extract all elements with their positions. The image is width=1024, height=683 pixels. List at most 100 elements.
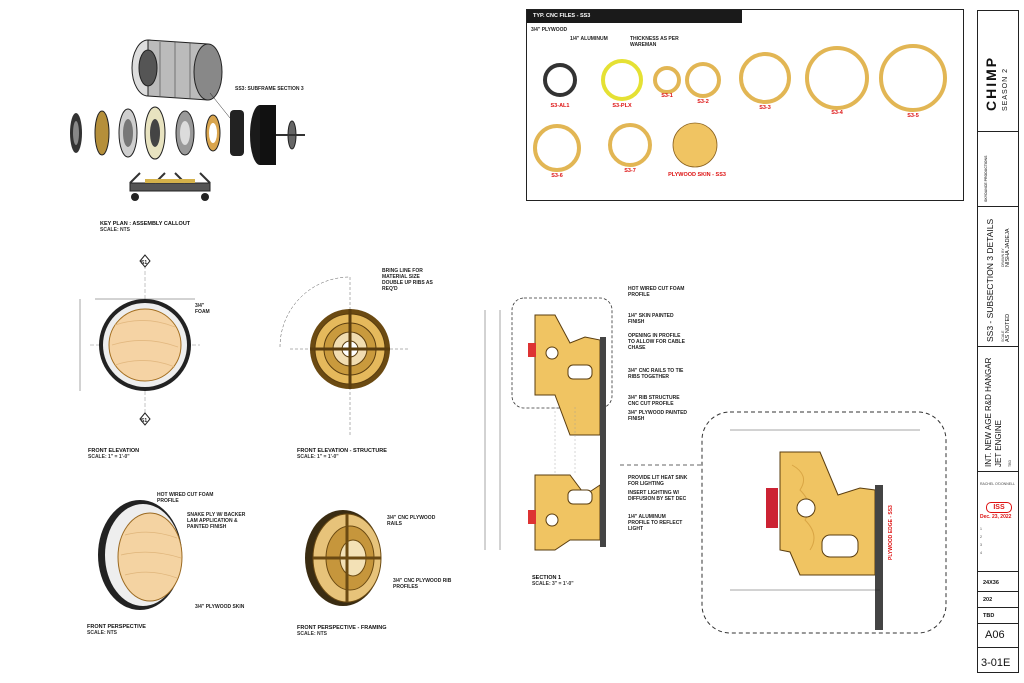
exploded-assembly-drawing	[70, 39, 305, 201]
paper-row: 24X36	[978, 571, 1018, 591]
foam-profile-note-2: HOT WIRED CUT FOAM PROFILE	[157, 492, 214, 504]
sheet-id: A06	[985, 629, 1005, 641]
set-row: INT. NEW AGE R&D HANGAR JET ENGINE TBD	[978, 346, 1018, 471]
foam-profile-note: HOT WIRED CUT FOAM PROFILE	[628, 286, 685, 298]
cnc-rails-note: 3/4" CNC RAILS TO TIE RIBS TOGETHER	[628, 368, 684, 380]
ring-s3-3	[739, 52, 791, 104]
exploded-row	[70, 105, 305, 165]
engine-nacelle	[131, 39, 223, 101]
cnc-panel-subtitle: 3/4" PLYWOOD	[531, 27, 568, 33]
drawing-title-row: SS3 - SUBSECTION 3 DETAILS DRAWN BY NISH…	[978, 206, 1018, 346]
framing-drawing	[305, 510, 382, 606]
paper-size: 24X36	[983, 580, 999, 586]
front-perspective-scale: SCALE: NTS	[87, 630, 117, 636]
sheet-number: 3-01E	[981, 657, 1011, 669]
aluminum-profile-note: 1/4" ALUMINUM PROFILE TO REFLECT LIGHT	[628, 514, 683, 532]
plywood-painted-note: 3/4" PLYWOOD PAINTED FINISH	[628, 410, 688, 422]
rev-2: 2	[980, 535, 982, 539]
ring-s3-2	[685, 62, 721, 98]
plywood-skin-disc	[672, 122, 718, 168]
ring-s3-plx	[601, 59, 643, 101]
section-1: SECTION 1 SCALE: 3" = 1'-0"	[480, 295, 680, 595]
section-marker-top: S1	[141, 260, 148, 266]
key-plan-scale: SCALE: NTS	[100, 227, 130, 233]
ring-label-s3-5: S3-5	[907, 113, 919, 119]
front-perspective-title: FRONT PERSPECTIVE	[87, 624, 146, 630]
front-perspective-drawing	[98, 500, 183, 610]
rev-4: 4	[980, 551, 982, 555]
tbd-value: TBD	[983, 613, 995, 619]
key-plan-title: KEY PLAN : ASSEMBLY CALLOUT	[100, 221, 191, 227]
set-number: 202	[983, 597, 993, 603]
front-perspective-framing: 3/4" CNC PLYWOOD RAILS 3/4" CNC PLYWOOD …	[295, 505, 465, 637]
enlarged-detail: PROVIDE LIT HEAT SINK FOR LIGHTING INSER…	[620, 410, 948, 635]
drawn-by-name: NISHA JADEJA	[1005, 228, 1011, 267]
cnc-ribs-note: 3/4" CNC PLYWOOD RIB PROFILES	[393, 578, 452, 590]
rev-3: 3	[980, 543, 982, 547]
front-elevation-structure: BRING LINE FOR MATERIAL SIZE DOUBLE UP R…	[260, 262, 440, 462]
company-row: SKYDANCE PRODUCTIONS	[978, 131, 1018, 206]
cnc-panel-title: TYP. CNC FILES - SS3	[527, 10, 742, 23]
ring-label-s3-1: S3-1	[661, 93, 673, 99]
skin-painted-note: 1/4" SKIN PAINTED FINISH	[628, 313, 674, 325]
brand-name: CHIMP	[983, 55, 999, 111]
engine-stand	[129, 172, 211, 201]
cnc-rings-drawing	[533, 44, 947, 172]
iss-date: Dec. 23, 2022	[980, 514, 1012, 520]
led-heat-note: PROVIDE LIT HEAT SINK FOR LIGHTING	[628, 475, 688, 487]
front-elevation-scale: SCALE: 1" = 1'-0"	[88, 454, 130, 460]
sheet-number-row: 3-01E	[978, 647, 1018, 674]
cnc-rails-note-2: 3/4" CNC PLYWOOD RAILS	[387, 515, 436, 527]
set-number-row: 202	[978, 591, 1018, 607]
designer-name: RACHEL O'DONNELL	[980, 482, 1015, 486]
ring-s3-7	[608, 123, 652, 167]
section-1-scale: SCALE: 3" = 1'-0"	[532, 581, 574, 587]
ring-label-s3-4: S3-4	[831, 110, 843, 116]
cnc-files-panel: TYP. CNC FILES - SS3 3/4" PLYWOOD 1/4" A…	[526, 9, 964, 201]
ring-line-note: BRING LINE FOR MATERIAL SIZE DOUBLE UP R…	[382, 268, 433, 292]
title-block: CHIMP SEASON 2 SKYDANCE PRODUCTIONS SS3 …	[977, 10, 1019, 673]
key-plan-callout: SS3: SUBFRAME SECTION 3	[235, 86, 304, 92]
section-1-title: SECTION 1	[532, 575, 562, 581]
set-name: INT. NEW AGE R&D HANGAR	[984, 357, 993, 467]
ring-label-s3-6: S3-6	[551, 173, 563, 179]
front-elevation-title: FRONT ELEVATION	[88, 448, 140, 454]
ring-label-s3-plx: S3-PLX	[612, 103, 632, 109]
front-elevation: S1 S1 3/4" FOAM FRONT ELEVATION SCALE: 1…	[70, 254, 220, 465]
issue-row: RACHEL O'DONNELL ISS Dec. 23, 2022 1 2 3…	[978, 471, 1018, 571]
enlarged-detail-drawing	[620, 411, 947, 634]
structure-title: FRONT ELEVATION - STRUCTURE	[297, 448, 387, 454]
ring-label-s3-2: S3-2	[697, 99, 709, 105]
ring-label-s3-al1: S3-AL1	[550, 103, 570, 109]
plywood-edge-dim: PLYWOOD EDGE - SS3	[888, 505, 894, 560]
rib-structure-note: 3/4" RIB STRUCTURE CNC CUT PROFILE	[628, 395, 680, 407]
foam-width-note: 3/4" FOAM	[195, 303, 210, 315]
company-name: SKYDANCE PRODUCTIONS	[984, 155, 988, 202]
ring-s3-1	[653, 66, 681, 94]
ring-s3-al1	[543, 63, 577, 97]
aluminum-note: 1/4" ALUMINUM	[570, 36, 608, 42]
ring-label-s3-7: S3-7	[624, 168, 636, 174]
sheet-id-row: A06	[978, 623, 1018, 647]
ring-s3-4	[805, 46, 869, 110]
plywood-skin-note: 3/4" PLYWOOD SKIN	[195, 604, 245, 610]
framing-title: FRONT PERSPECTIVE - FRAMING	[297, 625, 387, 631]
iss-stamp: ISS	[986, 502, 1012, 513]
set-tbd: TBD	[1008, 460, 1012, 467]
scale-value: AS NOTED	[1005, 313, 1011, 342]
framing-scale: SCALE: NTS	[297, 631, 327, 637]
structure-scale: SCALE: 1" = 1'-0"	[297, 454, 339, 460]
structure-drawing	[279, 276, 410, 437]
ring-label-s3-3: S3-3	[759, 105, 771, 111]
front-elevation-drawing	[79, 254, 200, 426]
ring-s3-6	[533, 124, 581, 172]
ring-s3-5	[879, 44, 947, 112]
opening-note: OPENING IN PROFILE TO ALLOW FOR CABLE CH…	[628, 333, 685, 351]
set-subtitle: JET ENGINE	[994, 420, 1003, 467]
rev-1: 1	[980, 527, 982, 531]
snake-ply-note: SNAKE PLY W/ BACKER LAM APPLICATION & PA…	[187, 512, 246, 530]
thickness-note: THICKNESS AS PER WAREMAN	[630, 36, 679, 48]
insert-lighting-note: INSERT LIGHTING W/ DIFFUSION BY SET DEC	[628, 490, 687, 502]
ring-label-plywood-skin: PLYWOOD SKIN - SS3	[668, 172, 726, 178]
key-plan: SS3: SUBFRAME SECTION 3 KEY PLAN : ASSEM…	[60, 28, 310, 233]
